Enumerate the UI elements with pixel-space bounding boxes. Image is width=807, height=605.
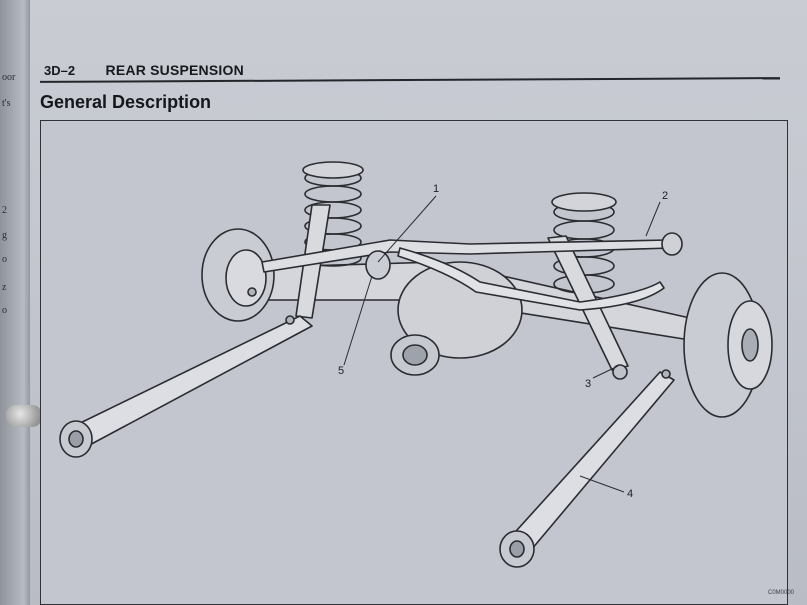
left-lower-trailing-arm bbox=[69, 315, 313, 449]
left-page-fragment: 2 bbox=[2, 205, 7, 216]
callout-5: 5 bbox=[338, 365, 345, 377]
chapter-title: REAR SUSPENSION bbox=[105, 62, 244, 78]
left-page-fragment: o bbox=[2, 305, 7, 316]
right-spring-seat bbox=[551, 192, 617, 212]
left-page-fragment: z bbox=[2, 282, 7, 293]
page-code: 3D–2 bbox=[44, 63, 76, 78]
callout-2: 2 bbox=[662, 190, 669, 202]
callout-1: 1 bbox=[433, 183, 440, 195]
left-page-fragment: o bbox=[2, 254, 7, 265]
left-spring-seat bbox=[302, 161, 364, 179]
callout-4: 4 bbox=[627, 488, 634, 500]
leader-line-4 bbox=[579, 475, 625, 493]
left-page-fragment: t's bbox=[2, 98, 11, 109]
right-lower-trailing-arm bbox=[507, 371, 675, 557]
upper-link-bushing bbox=[365, 250, 391, 280]
leader-line-1 bbox=[377, 195, 437, 263]
figure-code: C0M0000 bbox=[768, 590, 795, 596]
left-page-fragment: oor bbox=[2, 72, 16, 83]
leader-line-2 bbox=[645, 201, 661, 237]
page-header: 3D–2 REAR SUSPENSION bbox=[44, 62, 244, 80]
leader-line-5 bbox=[343, 275, 373, 366]
adjacent-page-edge: oor t's 2 g o z o bbox=[0, 0, 34, 605]
stabilizer-bar bbox=[397, 247, 665, 311]
leader-line-3 bbox=[592, 365, 619, 379]
callout-3: 3 bbox=[585, 378, 592, 390]
section-title: General Description bbox=[40, 92, 212, 112]
left-page-fragment: g bbox=[2, 230, 7, 241]
binder-clip bbox=[6, 405, 42, 427]
